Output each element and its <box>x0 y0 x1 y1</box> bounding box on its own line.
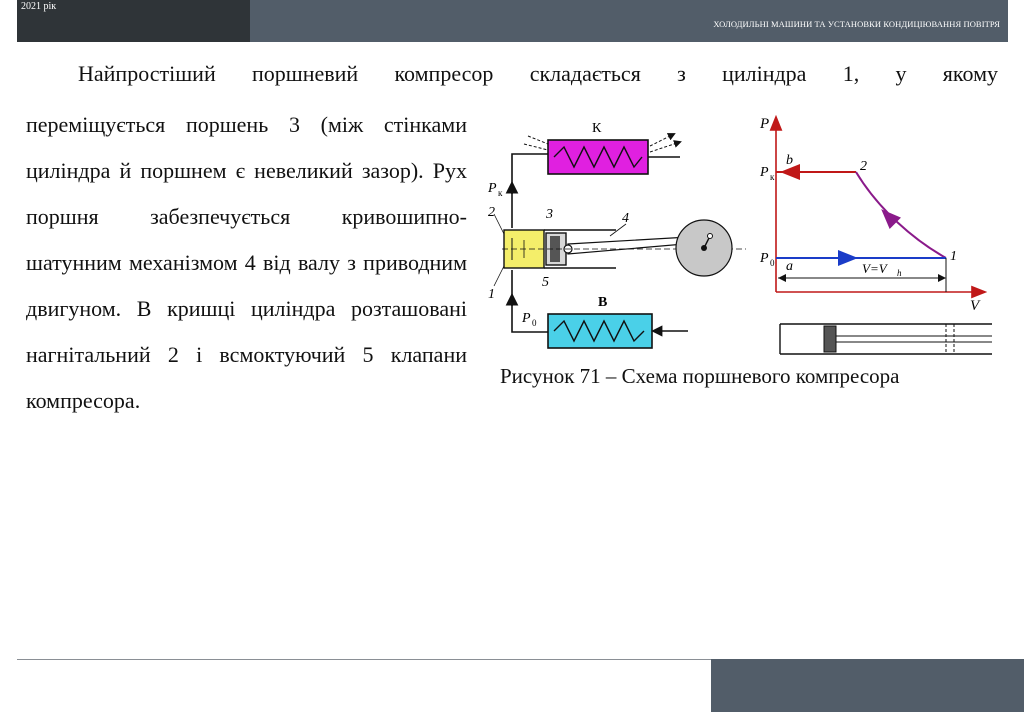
pv-pk-label: P <box>759 165 769 180</box>
pv-p0-sub: 0 <box>770 258 775 268</box>
pv-pk-sub: к <box>770 172 775 182</box>
evaporator-box <box>547 313 653 349</box>
vol-sub: h <box>897 268 902 278</box>
label-evaporator: В <box>598 295 607 310</box>
label-pk-sub: к <box>498 188 503 198</box>
paragraph-body: переміщується поршень 3 (між стінками ци… <box>26 112 467 413</box>
compressor-figure: К P к 2 3 4 1 5 <box>487 114 992 355</box>
mini-piston <box>823 325 837 353</box>
condenser-coil <box>553 145 643 169</box>
label-3: 3 <box>545 207 553 222</box>
header-year: 2021 рік <box>21 1 57 12</box>
axis-p-label: P <box>759 116 769 132</box>
evaporator-coil <box>553 319 645 343</box>
pt-1: 1 <box>950 249 957 264</box>
pt-a: a <box>786 259 793 274</box>
footer-divider <box>17 659 711 660</box>
header-title: ХОЛОДИЛЬНІ МАШИНИ ТА УСТАНОВКИ КОНДИЦІЮВ… <box>713 19 1000 29</box>
condenser-box <box>547 139 649 175</box>
pt-b: b <box>786 153 793 168</box>
figure-caption: Рисунок 71 – Схема поршневого компресора <box>500 364 900 388</box>
axis-v-label: V <box>970 298 981 314</box>
label-5: 5 <box>542 275 549 290</box>
pv-p0-label: P <box>759 251 769 266</box>
footer-bar <box>711 659 1024 712</box>
paragraph-first-line: Найпростіший поршневий компресор складає… <box>78 61 998 86</box>
label-condenser: К <box>592 121 602 136</box>
label-p0: P <box>521 311 531 326</box>
schematic: К P к 2 3 4 1 5 <box>487 121 746 349</box>
vol-label: V=V <box>862 261 889 276</box>
label-2: 2 <box>488 205 495 220</box>
label-4: 4 <box>622 211 629 226</box>
label-p0-sub: 0 <box>532 318 537 328</box>
label-1: 1 <box>488 287 495 302</box>
label-pk: P <box>487 181 497 196</box>
pv-diagram: P V P к P 0 b 2 a 1 V=V h <box>759 114 992 355</box>
compression-curve <box>855 171 947 259</box>
pt-2: 2 <box>860 159 867 174</box>
header-left-block: 2021 рік <box>17 0 250 42</box>
header-bar: ХОЛОДИЛЬНІ МАШИНИ ТА УСТАНОВКИ КОНДИЦІЮВ… <box>250 0 1008 42</box>
